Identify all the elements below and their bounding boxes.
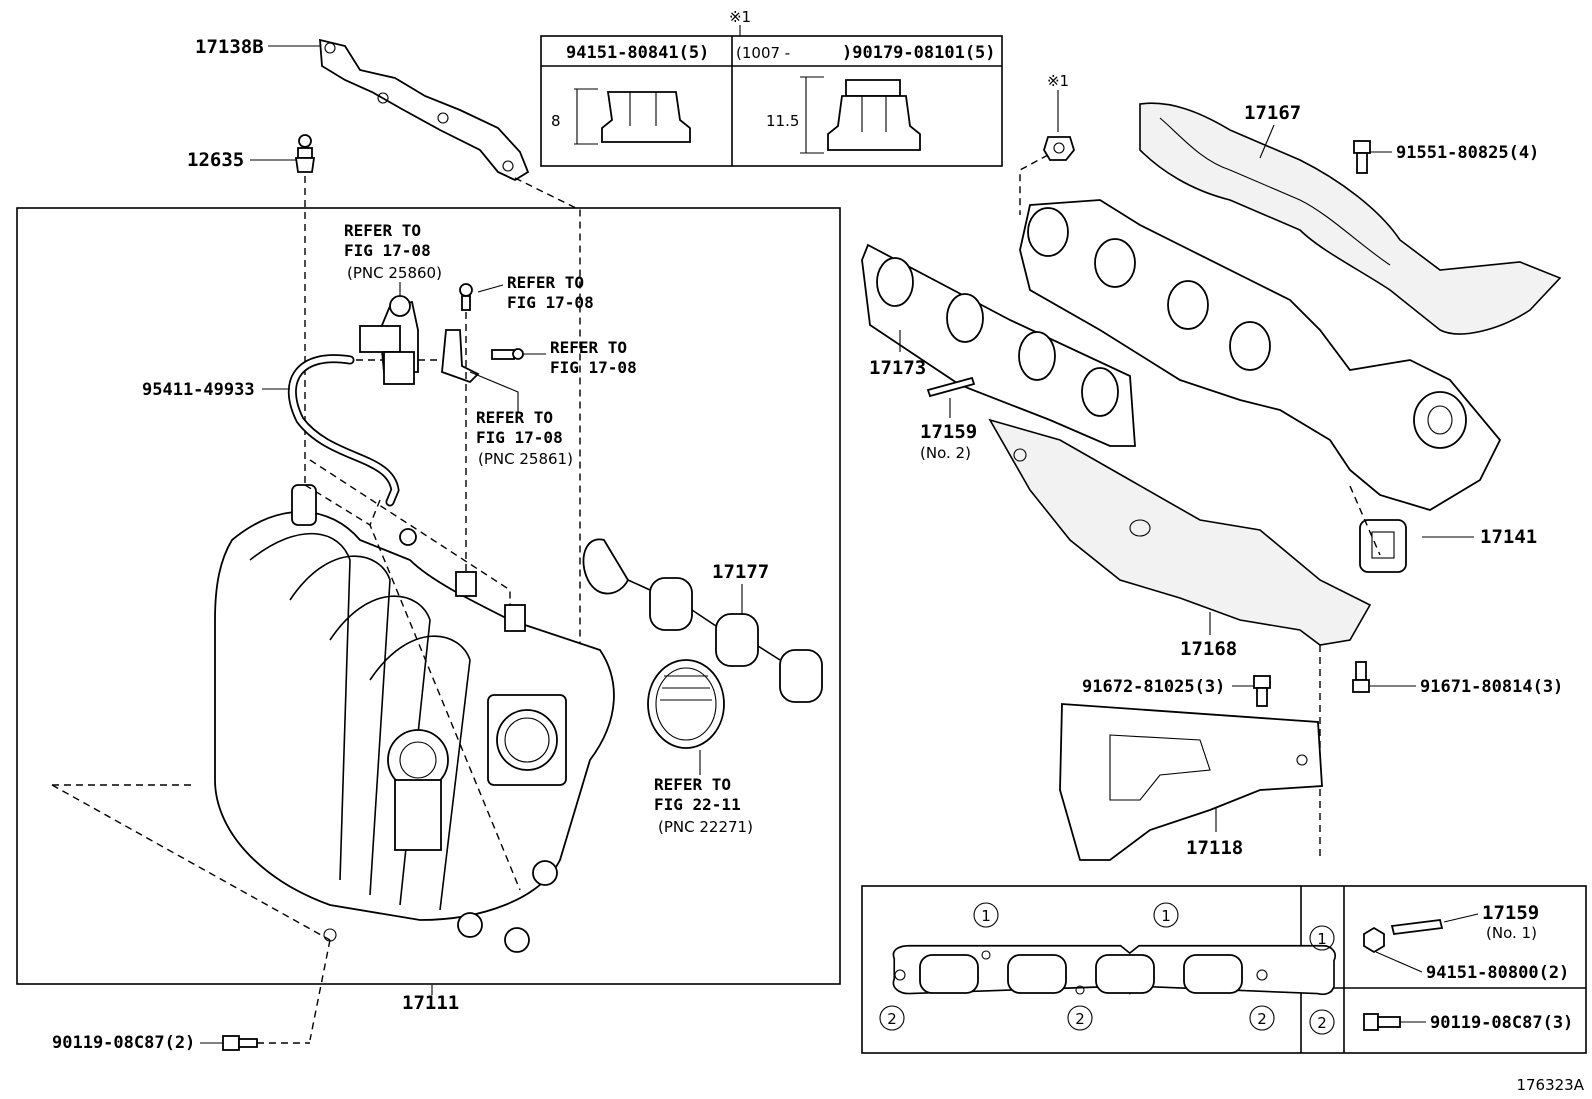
- legend-marker-2b: 2: [1075, 1010, 1085, 1028]
- label-90119b: 90119-08C87(3): [1430, 1013, 1573, 1033]
- legend-marker-2c: 2: [1257, 1010, 1267, 1028]
- ref1-line1: REFER TO: [344, 221, 421, 240]
- gasket-legend-table: 1 1 2 2 2 1 2 17159 (No. 1) 94151-80800(…: [861, 885, 1587, 1054]
- gasket-17173: [861, 243, 1136, 447]
- heat-insulator-17167: [1139, 102, 1562, 335]
- ref1-line3: (PNC 25860): [347, 264, 442, 282]
- figure-id: 176323A: [1516, 1076, 1584, 1094]
- ref5-line3: (PNC 22271): [658, 818, 753, 836]
- ref4-line3: (PNC 25861): [478, 450, 573, 468]
- stud-icon: [1390, 919, 1444, 935]
- bracket-17118: [1059, 703, 1323, 861]
- label-91671: 91671-80814(3): [1420, 677, 1563, 697]
- stud-12635: [294, 134, 316, 173]
- table-col2-part: )90179-08101(5): [842, 43, 996, 63]
- bolt-icon: [1363, 1013, 1379, 1031]
- label-17159a: 17159: [920, 421, 977, 443]
- bolt-91671: [1352, 661, 1370, 693]
- exhaust-manifold: [1019, 199, 1502, 573]
- label-17159a-sub: (No. 2): [920, 444, 971, 462]
- ref5-line1: REFER TO: [654, 775, 731, 794]
- label-17173: 17173: [869, 357, 926, 379]
- legend-marker-1a: 1: [981, 907, 991, 925]
- legend-marker-1b: 1: [1161, 907, 1171, 925]
- gasket-17177: [582, 538, 823, 703]
- nut-icon: [601, 91, 691, 143]
- label-95411: 95411-49933: [142, 380, 255, 400]
- label-17159b-sub: (No. 1): [1486, 924, 1537, 942]
- bolt-90119-a: [222, 1035, 258, 1051]
- label-12635: 12635: [187, 149, 244, 171]
- bolt-91672: [1253, 675, 1271, 707]
- throttle-gasket: [647, 659, 725, 749]
- label-17168: 17168: [1180, 638, 1237, 660]
- table-col2-dim: 11.5: [766, 112, 799, 130]
- nut-spec-table: ※1 94151-80841(5) (1007 - )90179-08101(5…: [540, 8, 1003, 167]
- nut-icon: [1363, 926, 1385, 954]
- label-17111: 17111: [402, 992, 459, 1014]
- table-col1-part: 94151-80841(5): [566, 43, 709, 63]
- vsv-bracket: [441, 283, 524, 384]
- label-94151: 94151-80800(2): [1426, 963, 1569, 983]
- ref2-line2: FIG 17-08: [507, 293, 594, 312]
- bracket-17138b: [319, 38, 530, 182]
- table-col1-dim: 8: [551, 112, 561, 130]
- label-17177: 17177: [712, 561, 769, 583]
- label-17167: 17167: [1244, 102, 1301, 124]
- label-17159b: 17159: [1482, 902, 1539, 924]
- heat-insulator-17168: [988, 418, 1372, 646]
- vsv-valve: [359, 295, 419, 385]
- label-17138b: 17138B: [195, 36, 264, 58]
- label-91551: 91551-80825(4): [1396, 143, 1539, 163]
- legend-row-1: 1: [1317, 930, 1327, 948]
- ref4-line2: FIG 17-08: [476, 428, 563, 447]
- intake-manifold-17111: [214, 484, 615, 953]
- tall-nut-icon: [827, 95, 921, 151]
- bolt-91551: [1353, 140, 1371, 174]
- flange-nut: [1043, 136, 1076, 161]
- table-col2-range: (1007 -: [736, 44, 790, 62]
- ref4-line1: REFER TO: [476, 408, 553, 427]
- legend-marker-2a: 2: [887, 1010, 897, 1028]
- ref1-line2: FIG 17-08: [344, 241, 431, 260]
- label-17141: 17141: [1480, 526, 1537, 548]
- legend-row-2: 2: [1317, 1014, 1327, 1032]
- label-90119a: 90119-08C87(2): [52, 1033, 195, 1053]
- ref3-line1: REFER TO: [550, 338, 627, 357]
- table-marker: ※1: [729, 8, 751, 26]
- ref5-line2: FIG 22-11: [654, 795, 741, 814]
- intake-assembly-frame: [16, 207, 841, 985]
- ref3-line2: FIG 17-08: [550, 358, 637, 377]
- stud-17159-no2: [926, 376, 976, 398]
- ref2-line1: REFER TO: [507, 273, 584, 292]
- nut-marker: ※1: [1047, 72, 1069, 90]
- label-17118: 17118: [1186, 837, 1243, 859]
- hose-95411: [289, 355, 398, 505]
- label-91672: 91672-81025(3): [1082, 677, 1225, 697]
